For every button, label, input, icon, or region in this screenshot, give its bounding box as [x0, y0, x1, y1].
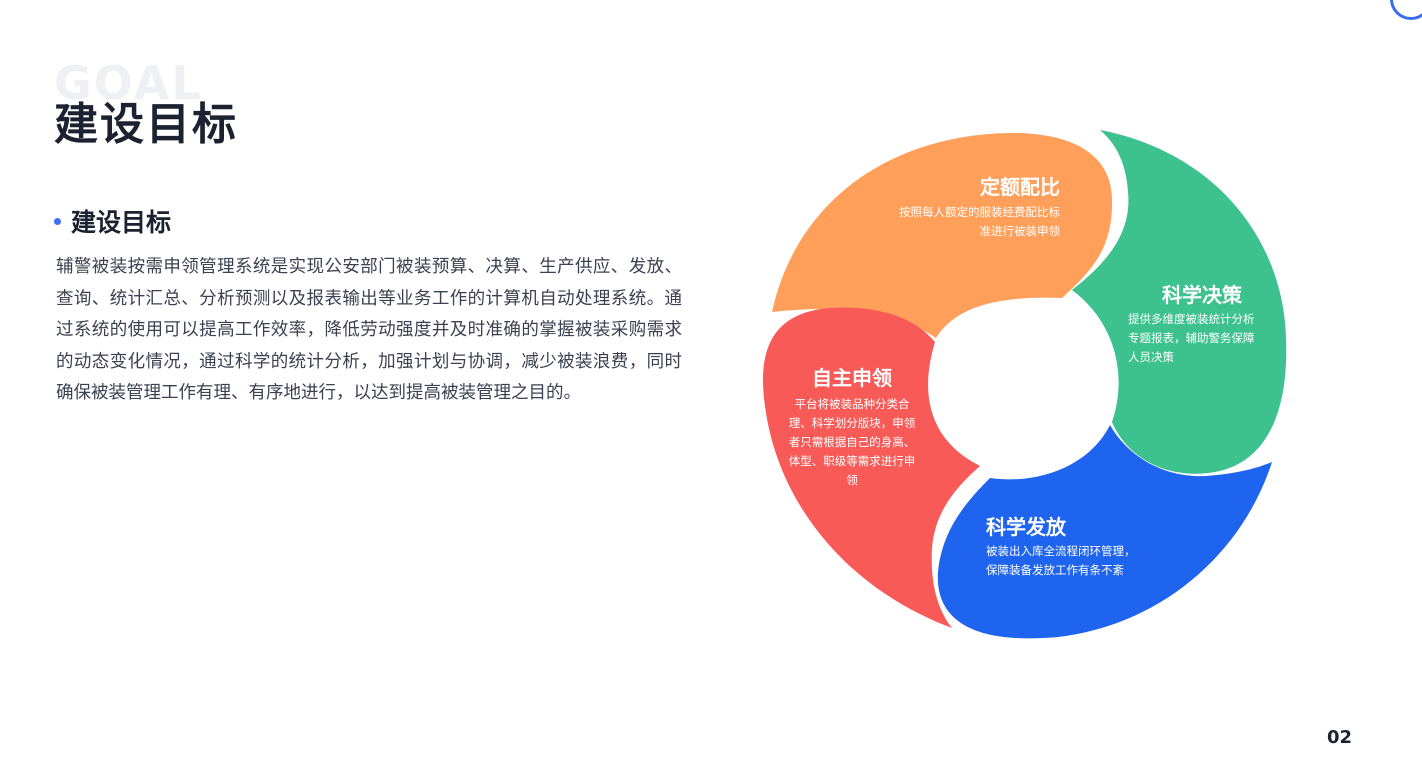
segment-apply-desc-line-4: 体型、职级等需求进行申	[789, 454, 916, 468]
segment-apply-desc-line-5: 领	[846, 473, 858, 487]
segment-quota-desc-line-1: 按照每人额定的服装经费配比标	[899, 205, 1060, 219]
segment-decision-desc-line-2: 专题报表，辅助警务保障	[1128, 331, 1255, 345]
segment-decision-desc-line-1: 提供多维度被装统计分析	[1128, 312, 1255, 326]
page-number: 02	[1326, 727, 1352, 748]
segment-apply-title: 自主申领	[812, 366, 892, 390]
segment-decision	[1072, 130, 1287, 474]
title-watermark: GOAL	[54, 56, 203, 110]
segment-apply-desc-line-3: 者只需根据自己的身高、	[789, 435, 916, 449]
bullet-dot-icon	[54, 217, 61, 225]
segment-distribute-title: 科学发放	[986, 515, 1067, 539]
segment-distribute	[937, 425, 1272, 639]
segment-apply-desc-line-1: 平台将被装品种分类合	[795, 397, 910, 411]
section-title: 建设目标	[71, 208, 172, 237]
segment-quota-desc-line-2: 准进行被装申领	[980, 224, 1061, 238]
page-title: 建设目标	[54, 99, 238, 150]
segment-distribute-desc-line-2: 保障装备发放工作有条不紊	[986, 563, 1124, 577]
section-heading: 建设目标	[54, 203, 171, 239]
segment-decision-title: 科学决策	[1162, 283, 1243, 307]
segment-distribute-desc-line-1: 被装出入库全流程闭环管理，	[986, 544, 1136, 558]
segment-quota	[772, 132, 1113, 338]
segment-apply	[763, 307, 980, 628]
segment-apply-desc-line-2: 理、科学划分版块，申领	[789, 416, 916, 430]
section-body-text: 辅警被装按需申领管理系统是实现公安部门被装预算、决算、生产供应、发放、查询、统计…	[56, 257, 682, 403]
segment-quota-title: 定额配比	[980, 175, 1060, 199]
segment-decision-desc-line-3: 人员决策	[1128, 350, 1174, 364]
